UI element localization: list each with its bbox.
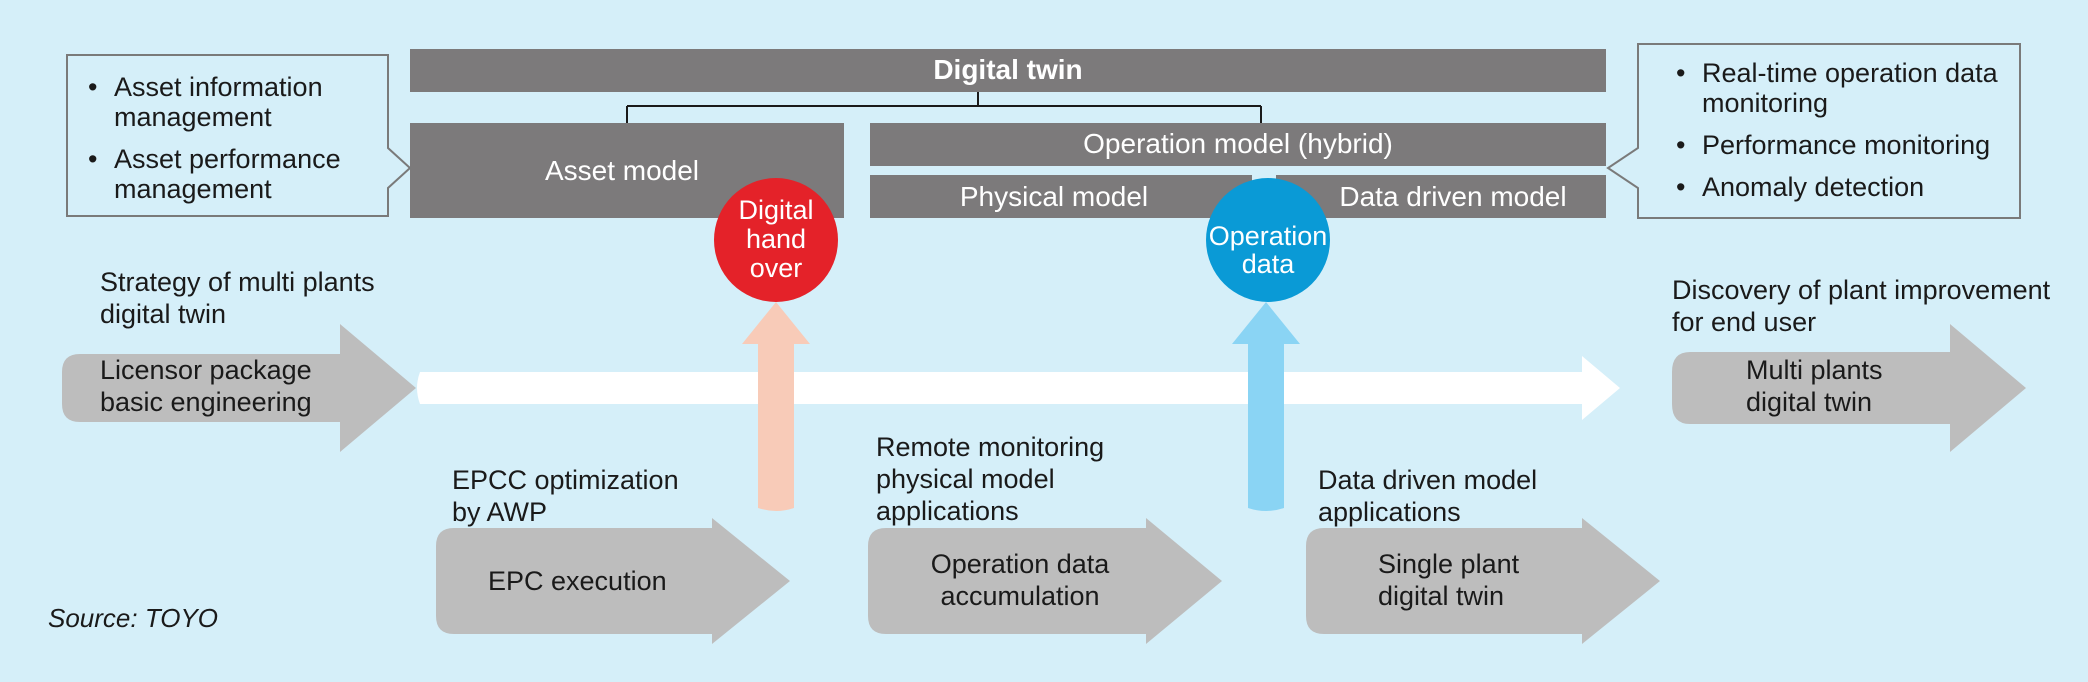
callout-item: Performance monitoring (1672, 130, 2032, 160)
stage-arrow-label-2: EPC execution (488, 566, 667, 596)
data-driven-model-box (1276, 175, 1606, 218)
operation-badge-circle (1206, 178, 1330, 302)
right-callout: Real-time operation data monitoring Perf… (1672, 58, 2032, 214)
stage-arrow-label-3: Operation data accumulation (930, 549, 1110, 611)
stage-heading-3: Remote monitoring physical model applica… (876, 432, 1105, 526)
handover-badge: Digital hand over (738, 195, 814, 283)
digital-twin-title: Digital twin (933, 54, 1083, 85)
source-note: Source: TOYO (48, 603, 219, 633)
callout-item: Asset performance management (84, 144, 374, 204)
stage-arrow-3 (868, 518, 1222, 644)
data-driven-model-label: Data driven model (1339, 181, 1567, 212)
handover-up-arrow (742, 302, 810, 511)
stage-arrow-4 (1306, 518, 1660, 644)
physical-model-label: Physical model (959, 181, 1149, 212)
physical-model-box (870, 175, 1252, 218)
stage-arrow-5 (1672, 324, 2026, 452)
stage-heading-4: Data driven model applications (1318, 465, 1538, 527)
stage-arrow-label-4: Single plant digital twin (1378, 549, 1520, 611)
stage-heading-5: Discovery of plant improvement for end u… (1672, 275, 2051, 337)
left-callout: Asset information management Asset perfo… (84, 72, 374, 216)
handover-badge-circle (714, 178, 838, 302)
callout-item: Anomaly detection (1672, 172, 2032, 202)
operation-up-arrow (1232, 302, 1300, 511)
stage-arrow-label-5: Multi plants digital twin (1746, 355, 1883, 417)
operation-model-box (870, 123, 1606, 166)
stage-arrow-1 (62, 324, 416, 452)
connector-lines (626, 92, 1262, 123)
callout-item: Real-time operation data monitoring (1672, 58, 2032, 118)
stage-arrow-label-1: Licensor package basic engineering (100, 355, 312, 417)
digital-twin-bar (410, 49, 1606, 92)
asset-model-label: Asset model (544, 155, 700, 186)
operation-model-label: Operation model (hybrid) (1083, 128, 1393, 159)
callout-item: Asset information management (84, 72, 374, 132)
timeline-arrow (417, 356, 1620, 420)
stage-heading-1: Strategy of multi plants digital twin (100, 267, 375, 329)
operation-data-badge: Operation data (1208, 221, 1328, 279)
stage-heading-2: EPCC optimization by AWP (452, 465, 679, 527)
stage-arrow-2 (436, 518, 790, 644)
